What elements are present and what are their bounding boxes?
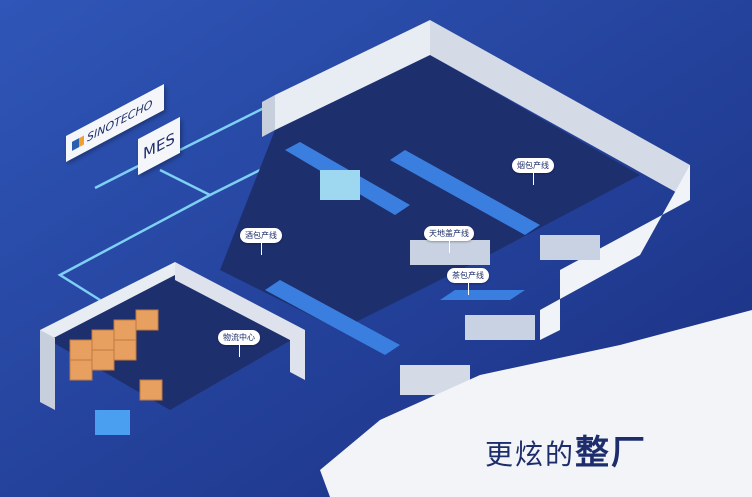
logistics-wall-right xyxy=(175,262,305,380)
agv-vehicle xyxy=(95,410,130,435)
sinotecho-logo-icon xyxy=(72,134,84,151)
label-wine-line: 酒包产线 xyxy=(240,228,282,255)
main-floor xyxy=(220,55,640,330)
slogan-brush-text: 整厂 xyxy=(575,433,648,473)
logistics-wall-left xyxy=(40,330,55,410)
conveyor-lines xyxy=(265,142,600,395)
main-wall-left xyxy=(262,95,275,137)
brush-stroke-banner xyxy=(320,310,752,497)
cargo-boxes xyxy=(69,309,163,401)
logistics-wall-back xyxy=(40,262,175,345)
label-cigarette-line: 烟包产线 xyxy=(512,158,554,185)
label-tea-line: 茶包产线 xyxy=(447,268,489,295)
main-wall-right-back xyxy=(430,20,690,200)
slogan: 更炫的整厂 xyxy=(485,425,647,474)
main-wall-back xyxy=(275,20,430,130)
main-wall-right-front xyxy=(540,165,690,340)
label-logistics-center: 物流中心 xyxy=(218,330,260,357)
slogan-text: 更炫的 xyxy=(485,438,576,471)
label-lid-box-line: 天地盖产线 xyxy=(424,226,474,253)
